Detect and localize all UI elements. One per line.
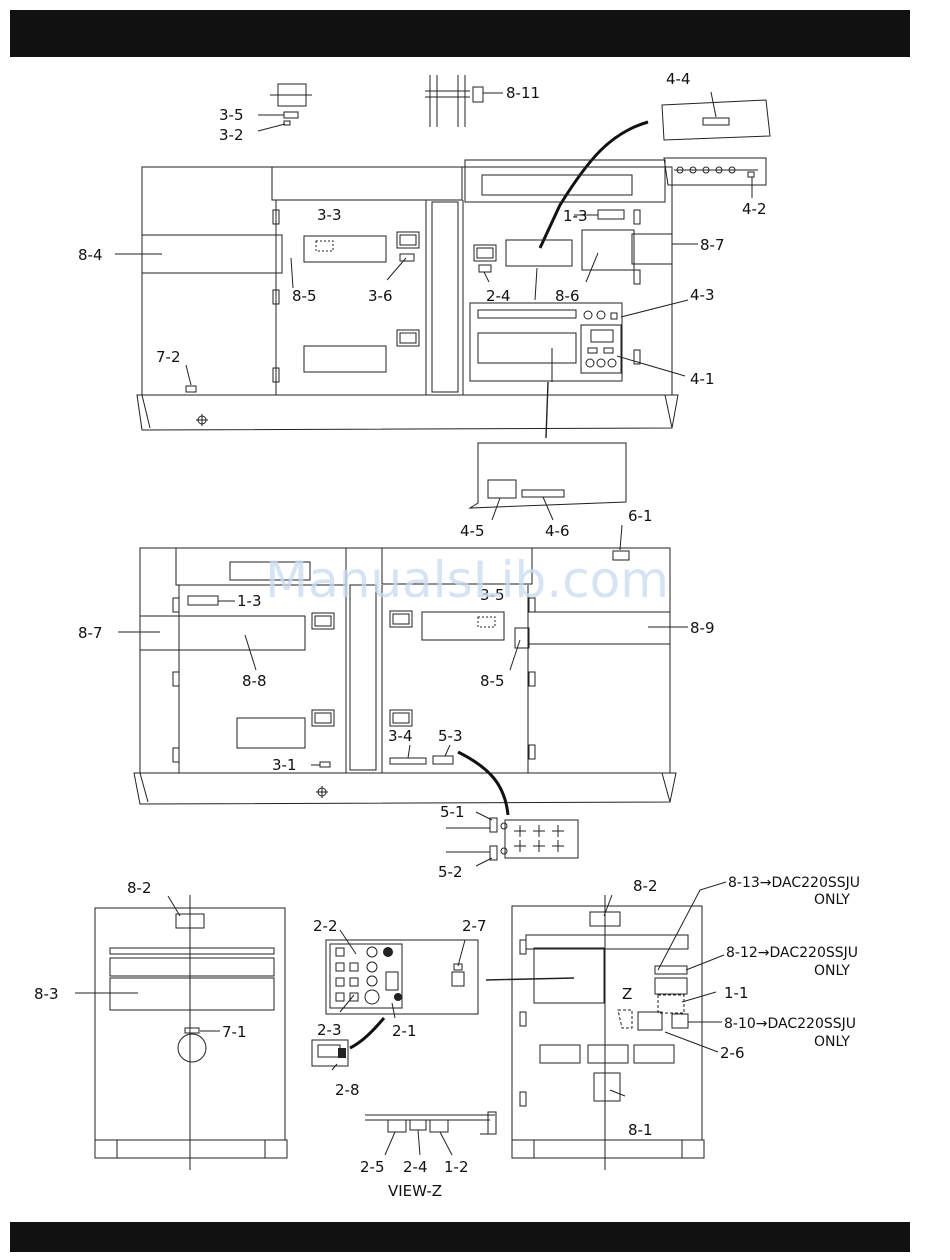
label-3-2: 3-2 xyxy=(219,126,244,144)
label-4-1: 4-1 xyxy=(690,370,715,388)
label-2-6: 2-6 xyxy=(720,1044,745,1062)
label-2-4-top: 2-4 xyxy=(486,287,511,305)
label-1-3-top: 1-3 xyxy=(563,207,588,225)
label-1-3-mid: 1-3 xyxy=(237,592,262,610)
label-8-2-front: 8-2 xyxy=(127,879,152,897)
label-2-8: 2-8 xyxy=(335,1081,360,1099)
label-1-2: 1-2 xyxy=(444,1158,469,1176)
label-2-1: 2-1 xyxy=(392,1022,417,1040)
label-3-3: 3-3 xyxy=(317,206,342,224)
detail-control-panel-2 xyxy=(312,930,574,1070)
generator-front-view xyxy=(75,895,287,1170)
label-8-1: 8-1 xyxy=(628,1121,653,1139)
label-5-1: 5-1 xyxy=(440,803,465,821)
label-8-6: 8-6 xyxy=(555,287,580,305)
note-8-10: 8-10→DAC220SSJU xyxy=(724,1016,856,1032)
label-8-7-mid: 8-7 xyxy=(78,624,103,642)
note-8-10-only: ONLY xyxy=(814,1034,850,1050)
label-5-3: 5-3 xyxy=(438,727,463,745)
note-8-12: 8-12→DAC220SSJU xyxy=(726,945,858,961)
label-8-2-rear: 8-2 xyxy=(633,877,658,895)
label-z: Z xyxy=(622,985,632,1003)
watermark: ManualsLib.com xyxy=(265,551,669,609)
label-8-8: 8-8 xyxy=(242,672,267,690)
label-4-2: 4-2 xyxy=(742,200,767,218)
label-8-9: 8-9 xyxy=(690,619,715,637)
note-8-13: 8-13→DAC220SSJU xyxy=(728,875,860,891)
label-3-6: 3-6 xyxy=(368,287,393,305)
label-8-11: 8-11 xyxy=(506,84,540,102)
detail-panel-4-5-4-6 xyxy=(470,443,626,520)
label-8-5-mid: 8-5 xyxy=(480,672,505,690)
note-8-12-only: ONLY xyxy=(814,963,850,979)
label-4-4: 4-4 xyxy=(666,70,691,88)
label-2-5: 2-5 xyxy=(360,1158,385,1176)
label-3-4: 3-4 xyxy=(388,727,413,745)
label-2-2: 2-2 xyxy=(313,917,338,935)
label-7-2: 7-2 xyxy=(156,348,181,366)
detail-terminal-strip-4-2 xyxy=(664,158,766,198)
label-8-5-top: 8-5 xyxy=(292,287,317,305)
generator-rear-view xyxy=(512,882,726,1170)
label-3-1: 3-1 xyxy=(272,756,297,774)
label-8-7-top: 8-7 xyxy=(700,236,725,254)
view-z-title: VIEW-Z xyxy=(388,1182,442,1200)
generator-side-view-1 xyxy=(137,160,678,438)
label-4-6: 4-6 xyxy=(545,522,570,540)
label-8-3: 8-3 xyxy=(34,985,59,1003)
label-2-4-viewz: 2-4 xyxy=(403,1158,428,1176)
detail-terminal-bar-5 xyxy=(446,812,578,866)
label-5-2: 5-2 xyxy=(438,863,463,881)
detail-top-left-part xyxy=(258,84,312,131)
note-8-13-only: ONLY xyxy=(814,892,850,908)
label-3-5: 3-5 xyxy=(219,106,244,124)
label-1-1: 1-1 xyxy=(724,984,749,1002)
label-4-3: 4-3 xyxy=(690,286,715,304)
label-8-4: 8-4 xyxy=(78,246,103,264)
label-7-1: 7-1 xyxy=(222,1023,247,1041)
detail-view-z xyxy=(365,1112,496,1155)
detail-top-center-frame xyxy=(425,75,503,127)
label-2-3: 2-3 xyxy=(317,1021,342,1039)
model-notes: 8-13→DAC220SSJU ONLY 8-12→DAC220SSJU ONL… xyxy=(724,875,860,1050)
label-6-1: 6-1 xyxy=(628,507,653,525)
label-4-5: 4-5 xyxy=(460,522,485,540)
label-2-7: 2-7 xyxy=(462,917,487,935)
